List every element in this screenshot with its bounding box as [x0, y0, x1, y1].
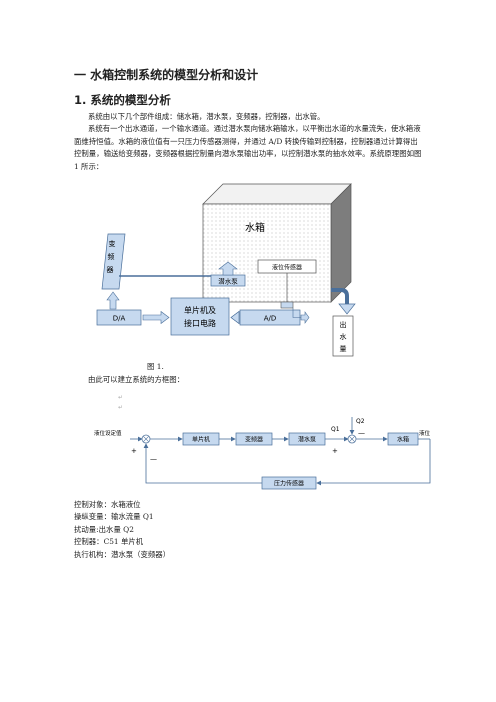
- pump-block: 潜水泵: [210, 261, 246, 287]
- q2-label: Q2: [356, 418, 365, 425]
- da-label: D/A: [113, 315, 126, 323]
- subsection-heading: 1. 系统的模型分析: [74, 93, 171, 107]
- figure1-caption: 图 1.: [147, 362, 164, 371]
- outlet-char-1: 出: [340, 320, 347, 329]
- definition-list: 控制对象：水箱液位 操纵变量：输水流量 Q1 扰动量:出水量 Q2 控制器：C5…: [74, 499, 170, 561]
- signal-arrows: [106, 291, 310, 325]
- mcu-block: 单片机及 接口电路: [170, 297, 230, 336]
- outlet-char-2: 水: [340, 332, 347, 341]
- minus-sign-1: —: [150, 455, 157, 463]
- list-item: 操纵变量：输水流量 Q1: [74, 512, 154, 522]
- outlet-pipe: 出 水 量: [331, 288, 356, 357]
- mcu-label-1: 单片机及: [184, 305, 216, 315]
- q1-label: Q1: [331, 426, 340, 433]
- paragraph-description: 系统有一个出水通道，一个输水通道。通过潜水泵向储水箱输水，以平衡出水道的水量流失…: [74, 124, 422, 171]
- ad-label: A/D: [264, 315, 277, 323]
- intro-text: 系统由以下几个部件组成：储水箱，潜水泵，变频器，控制器，出水管。 系统有一个出水…: [74, 111, 424, 173]
- section-heading: 一 水箱控制系统的模型分析和设计: [74, 68, 259, 82]
- sensor-box-label: 压力传感器: [274, 480, 304, 488]
- list-item: 控制对象：水箱液位: [74, 500, 141, 509]
- list-item: 扰动量:出水量 Q2: [74, 524, 134, 534]
- paragraph-components: 系统由以下几个部件组成：储水箱，潜水泵，变频器，控制器，出水管。: [88, 112, 325, 121]
- level-sensor-block: 液位传感器: [257, 259, 317, 309]
- ad-block: A/D: [239, 309, 301, 326]
- inverter-char-3: 器: [107, 266, 114, 274]
- list-item: 执行机构：潜水泵（变频器）: [74, 549, 171, 559]
- plus-sign-2: +: [332, 447, 338, 455]
- mcu-label-2: 接口电路: [184, 318, 216, 328]
- pump-box-label: 潜水泵: [298, 436, 316, 444]
- outlet-char-3: 量: [340, 345, 347, 353]
- inverter-char-2: 频: [108, 252, 115, 261]
- system-schematic: 水箱 变 频 器 液位传感器 潜水泵 单片机及 接口电路 D/A A/D: [96, 183, 356, 357]
- paragraph-block-diagram: 由此可以建立系统的方框图：: [88, 375, 185, 384]
- inverter-box-label: 变频器: [245, 436, 263, 444]
- minus-sign-2: —: [358, 429, 365, 437]
- da-block: D/A: [96, 309, 142, 326]
- svg-text:↵: ↵: [118, 395, 123, 401]
- list-item: 控制器：C51 单片机: [74, 537, 144, 547]
- tank-label: 水箱: [245, 221, 265, 234]
- level-sensor-label: 液位传感器: [272, 264, 302, 272]
- mcu-box-label: 单片机: [192, 436, 210, 444]
- output-label: 液位: [419, 429, 431, 437]
- pump-label: 潜水泵: [218, 277, 238, 286]
- inverter-char-1: 变: [109, 239, 116, 248]
- svg-text:↵: ↵: [118, 404, 123, 411]
- plus-sign-1: +: [131, 447, 137, 455]
- inverter-block: 变 频 器: [101, 233, 126, 290]
- setpoint-label: 液位设定值: [94, 429, 122, 437]
- tank-box-label: 水箱: [397, 436, 409, 444]
- block-diagram: ↵ ↵ 液位设定值 + — 单片机 变频器 潜水泵 Q1 + Q2 — 水箱 液…: [94, 395, 431, 490]
